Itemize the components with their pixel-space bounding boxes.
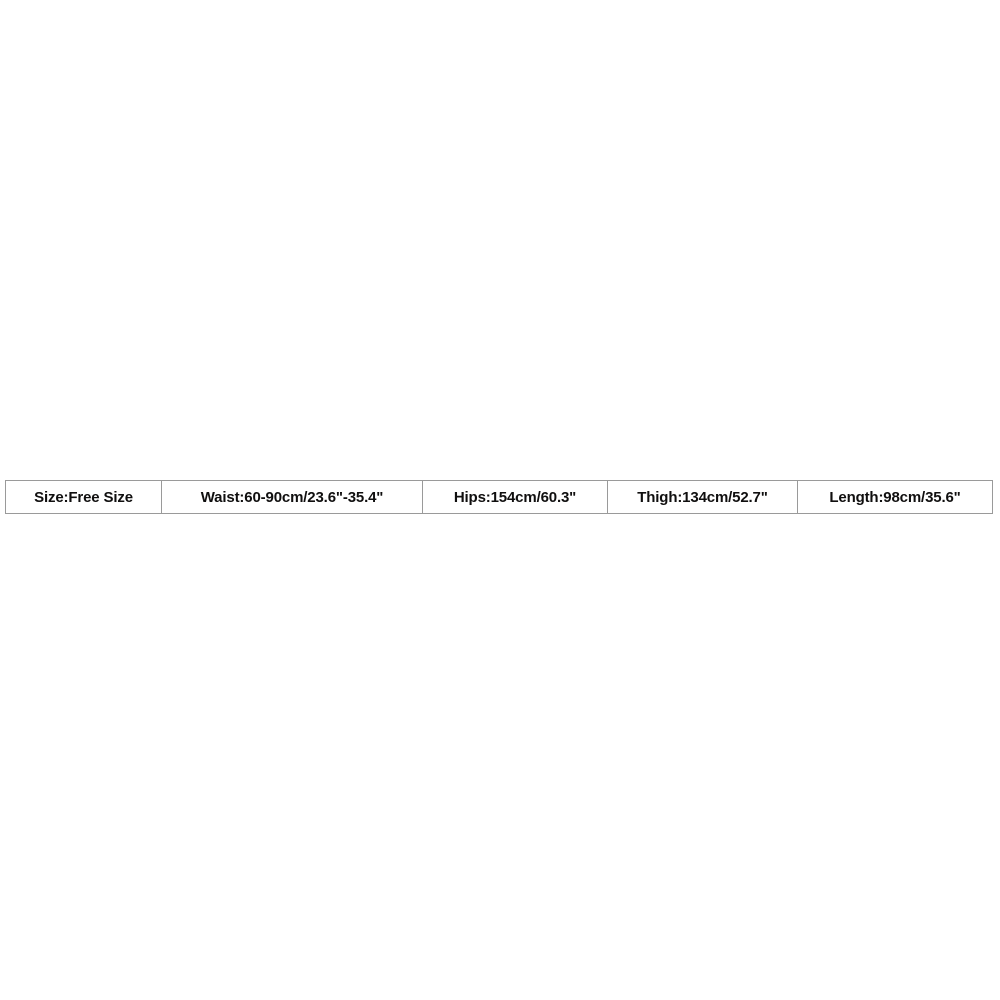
cell-size: Size:Free Size [5,480,162,514]
size-chart-table: Size:Free Size Waist:60-90cm/23.6"-35.4"… [5,480,993,514]
cell-waist: Waist:60-90cm/23.6"-35.4" [161,480,423,514]
size-chart-container: Size:Free Size Waist:60-90cm/23.6"-35.4"… [5,480,993,514]
cell-thigh: Thigh:134cm/52.7" [607,480,798,514]
table-row: Size:Free Size Waist:60-90cm/23.6"-35.4"… [5,480,993,514]
cell-hips: Hips:154cm/60.3" [422,480,608,514]
size-chart-body: Size:Free Size Waist:60-90cm/23.6"-35.4"… [5,480,993,514]
cell-length: Length:98cm/35.6" [797,480,993,514]
